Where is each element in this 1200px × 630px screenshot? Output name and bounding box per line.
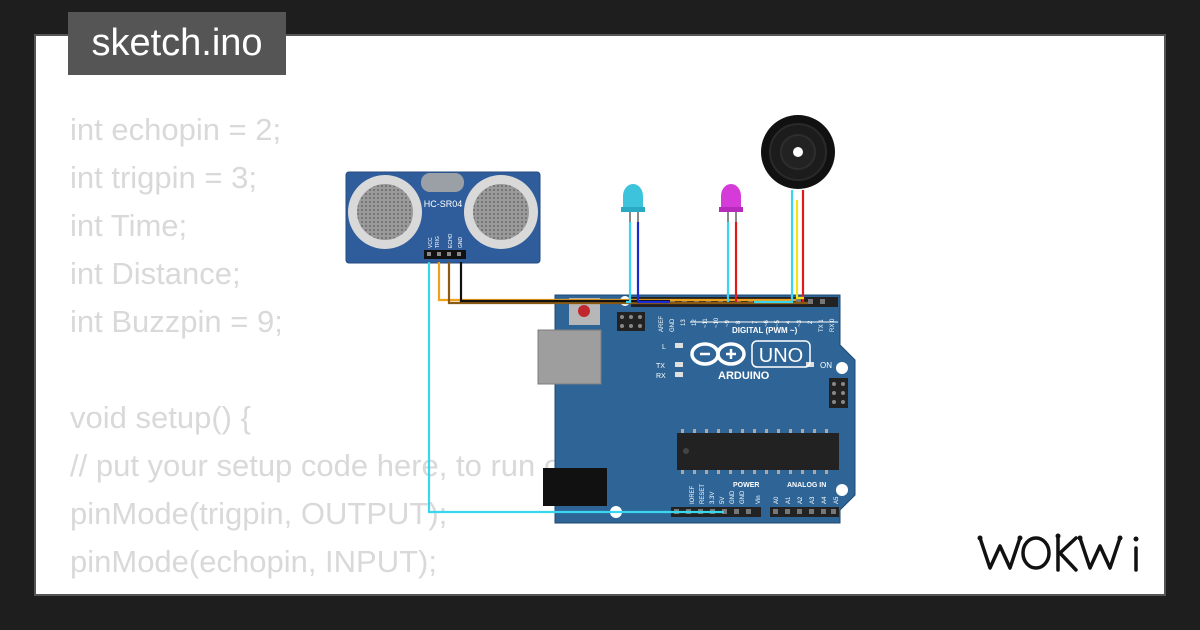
code-line: pinMode(echopin, INPUT); bbox=[70, 544, 437, 579]
buzzer[interactable] bbox=[761, 115, 835, 189]
wire-buzzer-1 bbox=[754, 190, 794, 304]
code-line: pinMode(trigpin, OUTPUT); bbox=[70, 496, 448, 531]
code-line: pinMode(Buzzpin, OUTPUT); bbox=[70, 586, 620, 594]
power-jack bbox=[543, 468, 607, 506]
code-line: void setup() { bbox=[70, 400, 251, 435]
pin-label: ~3 bbox=[797, 319, 803, 327]
file-tab[interactable]: sketch.ino bbox=[68, 12, 286, 75]
mount-hole bbox=[836, 362, 848, 374]
pin-label: 3.3V bbox=[710, 492, 716, 504]
transducer-right bbox=[464, 175, 538, 249]
wire-trig bbox=[437, 262, 796, 302]
code-line: int Distance; bbox=[70, 256, 241, 291]
pin-label: A0 bbox=[774, 496, 780, 504]
rx-led bbox=[675, 372, 683, 377]
pin-label: GND bbox=[730, 490, 736, 504]
analog-header[interactable] bbox=[770, 507, 839, 517]
usb-port bbox=[537, 329, 602, 385]
wire-vcc bbox=[427, 262, 724, 514]
wire-gnd bbox=[459, 262, 670, 303]
wire-echo bbox=[447, 262, 808, 305]
tx-led-label: TX bbox=[656, 363, 665, 370]
icsp-header-right bbox=[829, 378, 848, 408]
power-label: POWER bbox=[733, 482, 759, 489]
code-line: int Buzzpin = 9; bbox=[70, 304, 283, 339]
l-led-label: L bbox=[662, 344, 666, 351]
led-magenta[interactable] bbox=[719, 184, 743, 223]
pin-label: ~10 bbox=[714, 317, 720, 328]
pin-label: A2 bbox=[798, 496, 804, 504]
pin-label: AREF bbox=[659, 316, 665, 332]
uno-badge bbox=[751, 340, 811, 368]
arduino-uno-board[interactable]: AREF GND 13 12 ~11 ~10 ~9 8 7 ~6 ~5 4 ~3… bbox=[537, 294, 856, 524]
rx-led-label: RX bbox=[656, 373, 666, 380]
transducer-left bbox=[348, 175, 422, 249]
pin-label: RX 0 bbox=[830, 318, 836, 332]
icsp-header bbox=[617, 312, 645, 331]
digital-label: DIGITAL (PWM ~) bbox=[732, 326, 798, 335]
pin-label: A5 bbox=[834, 496, 840, 504]
code-line: int trigpin = 3; bbox=[70, 160, 257, 195]
code-line: int Time; bbox=[70, 208, 188, 243]
pin-label: ~6 bbox=[764, 319, 770, 327]
pin-label: A3 bbox=[810, 496, 816, 504]
led-cyan[interactable] bbox=[621, 184, 645, 223]
sensor-pin-vcc: VCC bbox=[428, 237, 434, 248]
pin-label: GND bbox=[740, 490, 746, 504]
analog-pin-labels: A0 A1 A2 A3 A4 A5 bbox=[774, 496, 840, 504]
pin-label: A4 bbox=[822, 496, 828, 504]
pin-label: 5V bbox=[720, 497, 726, 504]
wire-led-cyan-2 bbox=[626, 222, 632, 304]
wires bbox=[427, 190, 808, 514]
wokwi-logo bbox=[976, 532, 1152, 576]
on-led-label: ON bbox=[820, 361, 832, 370]
l-led bbox=[675, 343, 683, 348]
pin-label: ~9 bbox=[725, 319, 731, 327]
brand-label: ARDUINO bbox=[718, 370, 770, 382]
sensor-pin-echo: ECHO bbox=[448, 233, 454, 248]
wire-buzzer-yellow bbox=[795, 200, 804, 300]
reset-button-cap[interactable] bbox=[578, 305, 590, 317]
pin-label: ~11 bbox=[703, 318, 709, 328]
wire-led-cyan bbox=[636, 222, 670, 304]
pin-label: 13 bbox=[681, 319, 687, 326]
tx-led bbox=[675, 362, 683, 367]
sensor-pin-gnd: GND bbox=[458, 237, 464, 249]
code-editor: int echopin = 2; int trigpin = 3; int Time… bbox=[70, 106, 620, 594]
mount-hole bbox=[836, 484, 848, 496]
pin-label: IOREF bbox=[690, 485, 696, 504]
pin-label: A1 bbox=[786, 496, 792, 504]
pin-label: ~5 bbox=[775, 319, 781, 327]
pin-label: TX 1 bbox=[819, 319, 825, 332]
ultrasonic-sensor[interactable]: HC-SR04 VCC TRIG ECHO GND bbox=[345, 171, 541, 264]
analog-label: ANALOG IN bbox=[787, 482, 826, 489]
pin-label: GND bbox=[670, 318, 676, 332]
code-line: int echopin = 2; bbox=[70, 112, 282, 147]
sensor-model-label: HC-SR04 bbox=[424, 199, 463, 209]
power-pin-labels: IOREF RESET 3.3V 5V GND GND Vin bbox=[690, 484, 762, 504]
pin-label: Vin bbox=[756, 495, 762, 504]
sensor-pin-trig: TRIG bbox=[435, 236, 441, 248]
crystal bbox=[421, 173, 464, 192]
model-label: UNO bbox=[759, 345, 803, 367]
arduino-infinity-icon bbox=[690, 342, 746, 366]
pin-label: RESET bbox=[700, 484, 706, 504]
microcontroller-chip bbox=[677, 433, 839, 470]
